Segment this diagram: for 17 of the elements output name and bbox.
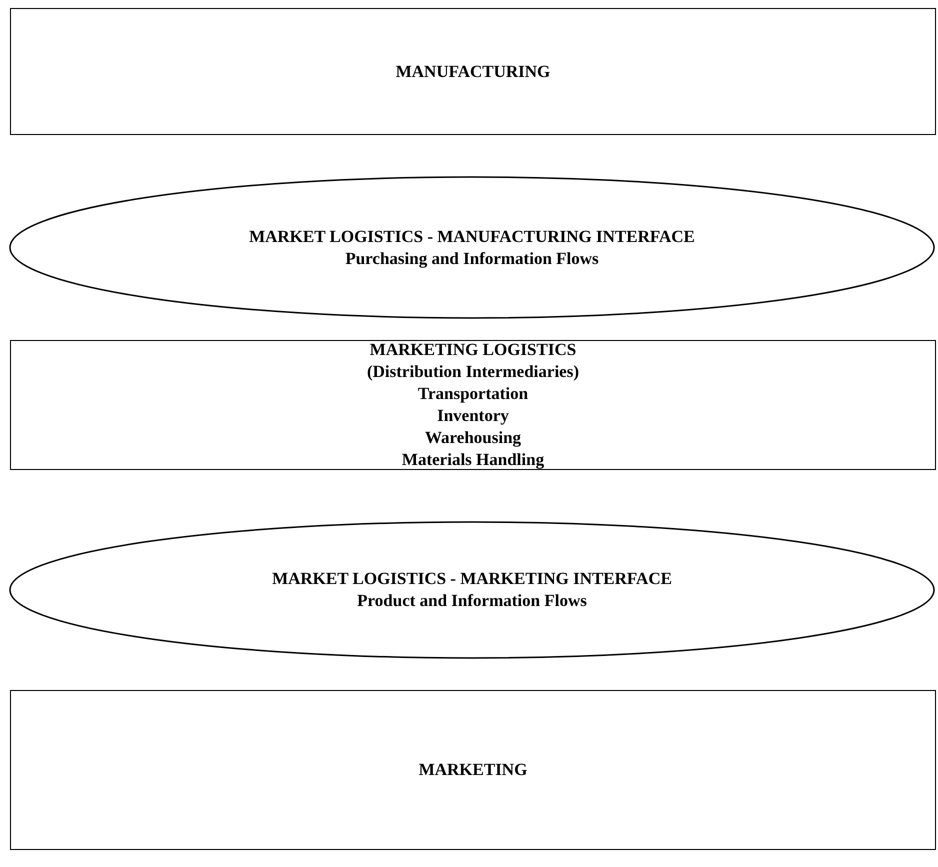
- body-text: Materials Handling: [402, 449, 544, 471]
- body-text: (Distribution Intermediaries): [366, 361, 579, 383]
- heading-text: MANUFACTURING: [396, 60, 550, 82]
- body-text: Purchasing and Information Flows: [345, 248, 599, 270]
- interface-ellipse: [8, 175, 936, 320]
- process-box: [10, 340, 936, 470]
- body-text: Transportation: [418, 383, 528, 405]
- process-box: [10, 690, 936, 850]
- heading-text: MARKETING: [418, 759, 528, 781]
- heading-text: MARKET LOGISTICS - MARKETING INTERFACE: [272, 568, 672, 590]
- body-text: Inventory: [437, 405, 509, 427]
- interface-ellipse: [8, 520, 936, 660]
- heading-text: MARKET LOGISTICS - MANUFACTURING INTERFACE: [249, 226, 695, 248]
- body-text: Product and Information Flows: [357, 590, 587, 612]
- heading-text: MARKETING LOGISTICS: [370, 339, 576, 361]
- process-box: [10, 8, 936, 135]
- body-text: Warehousing: [424, 427, 522, 449]
